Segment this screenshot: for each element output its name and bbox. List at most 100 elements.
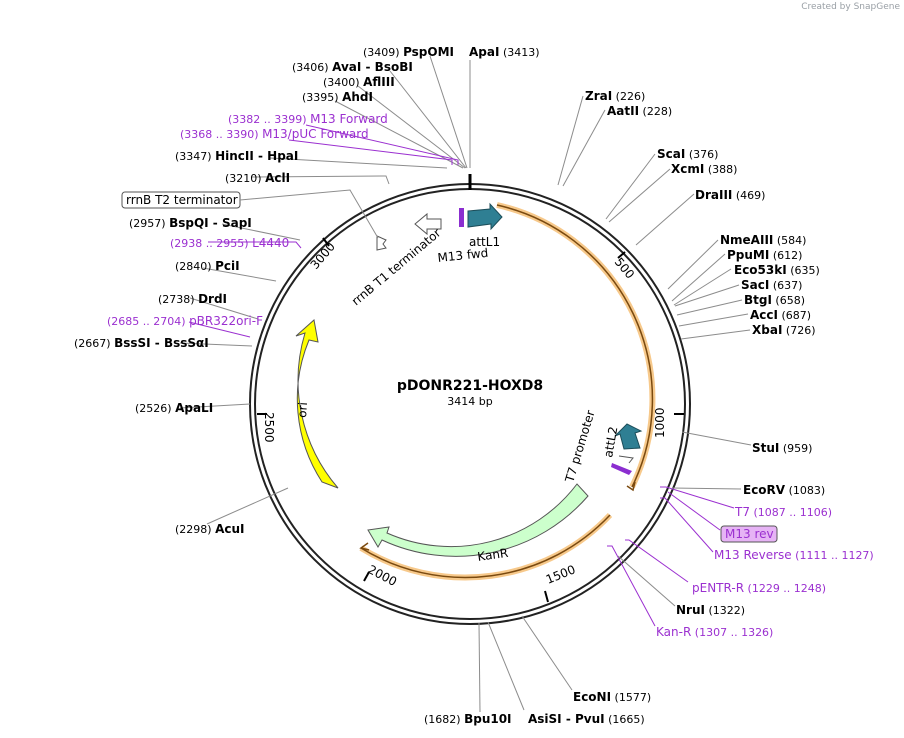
site-leader-kanr_p <box>607 545 656 627</box>
site-leader-m13revbox <box>667 491 721 531</box>
attl1-label: attL1 <box>469 235 500 249</box>
site-label-m13rev[interactable]: M13 Reverse (1111 .. 1127) <box>714 548 874 562</box>
site-leader-xcmi <box>608 168 671 223</box>
highlight-arc-2-line <box>360 514 611 579</box>
site-label-xbai[interactable]: XbaI (726) <box>752 323 815 337</box>
site-layer: (3409) PspOMI(3406) AvaI - BsoBI(3400) A… <box>74 45 874 726</box>
site-label-scai[interactable]: ScaI (376) <box>657 147 718 161</box>
site-label-pentr[interactable]: pENTR-R (1229 .. 1248) <box>692 581 826 595</box>
site-label-draiii[interactable]: DraIII (469) <box>695 188 765 202</box>
rrnb-t2-label: rrnB T2 terminator <box>126 193 238 207</box>
highlight-arrow-1 <box>626 481 636 492</box>
site-leader-drdi <box>189 297 259 320</box>
site-label-apai[interactable]: ApaI (3413) <box>469 45 540 59</box>
site-label-acli[interactable]: (3210) AclI <box>225 171 290 185</box>
site-leader-econi <box>521 615 573 691</box>
tick-label-500: 500 <box>612 255 637 282</box>
highlight-arc-1-line <box>496 204 654 488</box>
site-leader-pspomi <box>429 55 468 169</box>
site-label-pbr322[interactable]: (2685 .. 2704) pBR322ori-F <box>107 314 263 328</box>
site-label-nmeaiii[interactable]: NmeAIII (584) <box>720 233 806 247</box>
site-label-acui[interactable]: (2298) AcuI <box>175 522 245 536</box>
site-label-aatii[interactable]: AatII (228) <box>607 104 672 118</box>
site-label-bsssi[interactable]: (2667) BssSI - BssSαI <box>74 336 209 350</box>
site-label-kanr_p[interactable]: Kan-R (1307 .. 1326) <box>656 625 773 639</box>
site-label-stui[interactable]: StuI (959) <box>752 441 812 455</box>
kanr-feature[interactable] <box>367 483 589 557</box>
snapgene-credit: Created by SnapGene <box>801 2 900 12</box>
rrnb-t1-feature[interactable] <box>414 212 442 236</box>
site-leader-t7 <box>660 486 735 509</box>
site-label-acci[interactable]: AccI (687) <box>750 308 811 322</box>
site-label-asisi[interactable]: AsiSI - PvuI (1665) <box>528 712 645 726</box>
site-label-m13f[interactable]: (3382 .. 3399) M13 Forward <box>228 112 388 126</box>
attl2-feature[interactable] <box>614 423 643 450</box>
site-leader-acui <box>206 487 289 525</box>
rrnb-t2-feature[interactable] <box>376 235 387 251</box>
site-label-afliii[interactable]: (3400) AflIII <box>323 75 395 89</box>
site-label-xcmi[interactable]: XcmI (388) <box>671 162 737 176</box>
site-label-avai[interactable]: (3406) AvaI - BsoBI <box>292 60 413 74</box>
highlight-arrow-2 <box>359 542 370 551</box>
ori-label: ori <box>295 402 310 419</box>
ori-feature[interactable] <box>295 319 339 489</box>
site-label-drdi[interactable]: (2738) DrdI <box>158 292 227 306</box>
site-label-m13puc[interactable]: (3368 .. 3390) M13/pUC Forward <box>180 127 369 141</box>
site-leader-nrui <box>617 555 676 607</box>
rrnb-t1-label: rrnB T1 terminator <box>349 226 444 309</box>
site-leader-nmeaiii <box>667 239 719 290</box>
site-label-eco53ki[interactable]: Eco53kI (635) <box>734 263 820 277</box>
site-label-apali[interactable]: (2526) ApaLI <box>135 401 213 415</box>
site-label-nrui[interactable]: NruI (1322) <box>676 603 745 617</box>
attl2-label: attL2 <box>601 425 620 458</box>
site-leader-aatii <box>562 109 606 187</box>
site-label-pcii[interactable]: (2840) PciI <box>175 259 240 273</box>
site-leader-acci <box>678 313 749 327</box>
site-label-btgi[interactable]: BtgI (658) <box>744 293 805 307</box>
site-leader-ppumi <box>671 253 726 302</box>
site-label-ppumi[interactable]: PpuMI (612) <box>727 248 802 262</box>
site-label-m13revbox[interactable]: M13 rev <box>725 527 774 541</box>
site-leader-m13puc <box>288 139 453 165</box>
site-label-hincii[interactable]: (3347) HincII - HpaI <box>175 149 298 163</box>
site-label-bpu10i[interactable]: (1682) Bpu10I <box>424 712 512 726</box>
site-label-zrai[interactable]: ZraI (226) <box>585 89 645 103</box>
site-leader-stui <box>681 431 752 446</box>
site-leader-pbr322 <box>188 321 251 338</box>
site-leader-afliii <box>357 85 466 169</box>
site-leader-bsssi <box>179 342 253 347</box>
t7-marker <box>611 463 632 475</box>
site-leader-draiii <box>635 193 695 246</box>
t7-promoter-label: T7 promoter <box>562 409 597 485</box>
site-leader-bspqi <box>221 223 301 241</box>
site-label-pspomi[interactable]: (3409) PspOMI <box>363 45 454 59</box>
site-label-ahdi[interactable]: (3395) AhdI <box>302 90 373 104</box>
t7-promoter-arrow <box>618 455 634 464</box>
site-leader-ecorv <box>671 487 742 490</box>
plasmid-length: 3414 bp <box>447 395 492 408</box>
site-leader-avai <box>389 70 467 169</box>
tick-label-1500: 1500 <box>544 562 578 586</box>
attl1-feature[interactable] <box>467 202 503 231</box>
site-label-econi[interactable]: EcoNI (1577) <box>573 690 651 704</box>
site-leader-scai <box>605 153 656 220</box>
site-leader-hincii <box>269 157 448 169</box>
site-leader-asisi <box>487 621 525 711</box>
site-leader-l4440 <box>208 241 302 249</box>
site-leader-xbai <box>680 329 751 340</box>
site-leader-bpu10i <box>478 622 481 713</box>
site-label-ecorv[interactable]: EcoRV (1083) <box>743 483 825 497</box>
site-label-saci[interactable]: SacI (637) <box>741 278 802 292</box>
site-label-t7[interactable]: T7 (1087 .. 1106) <box>734 505 832 519</box>
site-label-bspqi[interactable]: (2957) BspQI - SapI <box>129 216 252 230</box>
site-leader-ahdi <box>334 100 464 169</box>
tick-500 <box>617 251 626 259</box>
site-label-l4440[interactable]: (2938 .. 2955) L4440 <box>170 236 289 250</box>
m13fwd-marker <box>459 208 464 227</box>
site-leader-zrai <box>557 95 584 186</box>
site-leader-btgi <box>676 299 743 316</box>
credit-brand: SnapGene <box>853 2 900 12</box>
tick-label-3000: 3000 <box>308 240 338 272</box>
site-leader-m13f <box>305 124 459 165</box>
